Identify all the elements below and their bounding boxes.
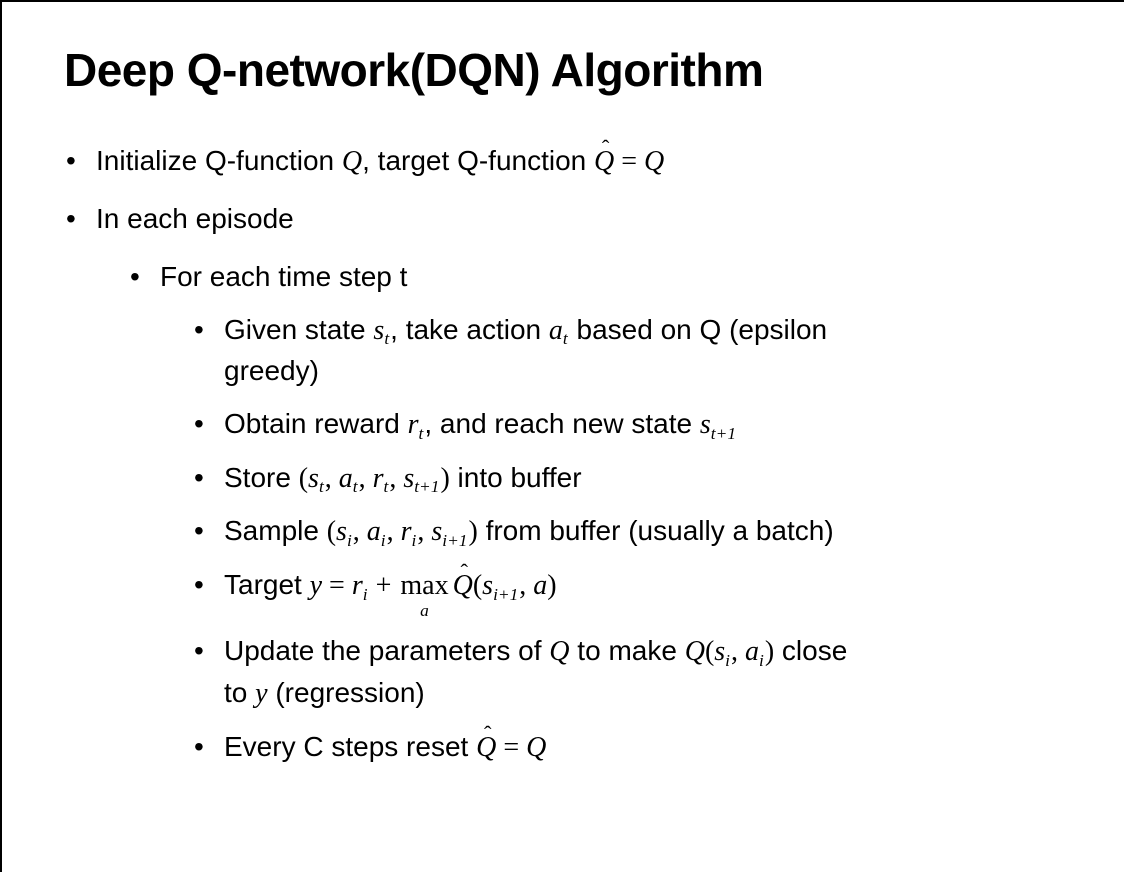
- bullet-marker: •: [194, 461, 204, 493]
- bullet-item: • Obtain reward rt, and reach new state s…: [194, 404, 1104, 446]
- bullet-marker: •: [194, 569, 204, 601]
- bullet-marker: •: [194, 635, 204, 667]
- bullet-text: Given state st, take action at based on …: [224, 313, 828, 387]
- bullet-list: • Initialize Q-function Q, target Q-funct…: [2, 135, 1124, 769]
- bullet-text: Obtain reward rt, and reach new state st…: [224, 407, 737, 443]
- bullet-text: For each time step t: [160, 261, 408, 293]
- page-title: Deep Q-network(DQN) Algorithm: [64, 44, 764, 96]
- bullet-item: • Store (st, at, rt, st+1) into buffer: [194, 458, 1104, 500]
- hat-accent: ˆ: [460, 559, 468, 585]
- bullet-text: Initialize Q-function Q, target Q-functi…: [96, 135, 1104, 183]
- bullet-marker: •: [194, 313, 204, 345]
- hat-accent: ˆ: [483, 720, 492, 746]
- bullet-item: • Sample (si, ai, ri, si+1) from buffer (…: [194, 511, 1104, 553]
- bullet-marker: •: [66, 144, 76, 176]
- bullet-text: In each episode: [96, 203, 294, 235]
- bullet-item: • Given state st, take action at based on…: [194, 310, 1104, 392]
- bullet-item: • For each time step t: [130, 257, 1104, 298]
- bullet-text: Update the parameters of Q to make Q(si,…: [224, 635, 848, 710]
- bullet-marker: •: [194, 407, 204, 439]
- bullet-marker: •: [194, 730, 204, 762]
- bullet-item: • Initialize Q-function Q, target Q-funct…: [66, 135, 1104, 183]
- bullet-marker: •: [66, 203, 76, 235]
- bullet-marker: •: [130, 261, 140, 293]
- bullet-marker: •: [194, 515, 204, 547]
- bullet-text: Store (st, at, rt, st+1) into buffer: [224, 461, 582, 497]
- bullet-text: Sample (si, ai, ri, si+1) from buffer (u…: [224, 515, 834, 550]
- hat-accent: ˆ: [601, 134, 610, 160]
- bullet-item: • In each episode: [66, 199, 1104, 240]
- bullet-item: • Update the parameters of Q to make Q(si…: [194, 631, 1104, 714]
